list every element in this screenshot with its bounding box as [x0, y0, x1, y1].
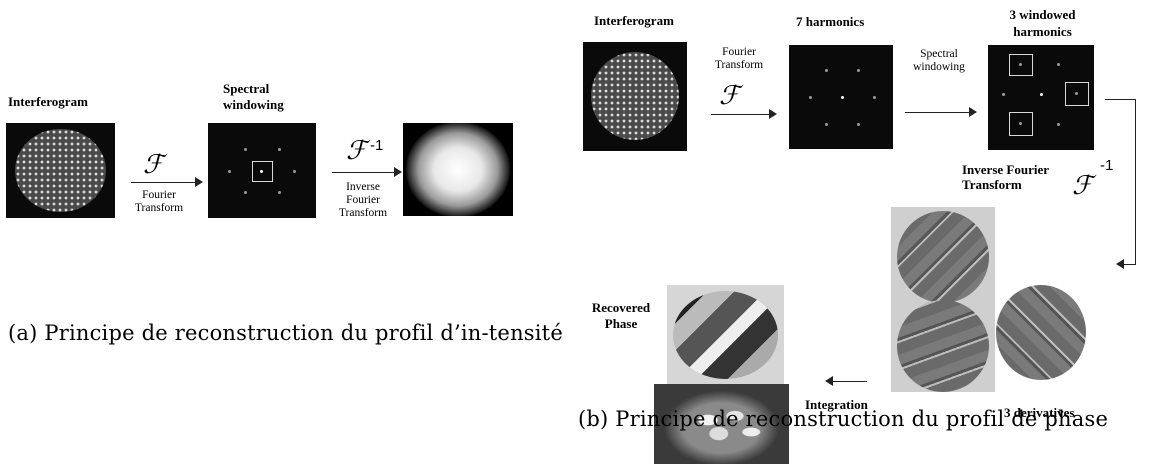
fourier-symbol-a: ℱ [143, 152, 163, 178]
intensity-profile-image [403, 123, 513, 216]
interferogram-label-a: Interferogram [8, 94, 88, 109]
recovered-phase-label: Recovered Phase [585, 300, 657, 332]
arrow-inverse-a [332, 172, 400, 173]
arrow-fourier-a [131, 182, 201, 183]
windowing-label-b: Spectral windowing [903, 48, 975, 74]
phase-surface [673, 291, 778, 379]
windowed-harmonics-label: 3 windowed harmonics [995, 6, 1090, 40]
connector-line [1105, 99, 1136, 100]
interferogram-disk [15, 129, 106, 212]
arrow-fourier-b [711, 114, 771, 115]
interferogram-label-b: Interferogram [594, 13, 674, 28]
windowing-label-a: Spectral windowing [223, 81, 313, 113]
caption-b: (b) Principe de reconstruction du profil… [578, 404, 1146, 434]
inverse-exponent-a: -1 [370, 137, 383, 154]
arrow-head-icon [825, 376, 833, 386]
fourier-label-b: Fourier Transform [704, 46, 774, 72]
inverse-label-a: Inverse Fourier Transform [330, 181, 396, 220]
windowed-harmonics-image [988, 45, 1094, 150]
caption-a: (a) Principe de reconstruction du profil… [8, 318, 593, 348]
inverse-symbol-b: ℱ [1072, 173, 1092, 199]
interferogram-image-a [6, 123, 115, 218]
arrow-head-icon [1116, 259, 1124, 269]
arrow-head-icon [195, 177, 203, 187]
spectral-window-box [252, 161, 273, 182]
arrow-windowing-b [905, 112, 971, 113]
arrow-integration [833, 381, 867, 382]
recovered-phase-image-top [667, 285, 784, 384]
interferogram-disk [591, 52, 679, 140]
derivative-image [897, 300, 989, 392]
fourier-label-a: Fourier Transform [124, 189, 194, 215]
harmonics-label: 7 harmonics [796, 14, 864, 29]
arrow-head-icon [969, 107, 977, 117]
derivative-image [897, 211, 989, 303]
fourier-symbol-b: ℱ [719, 83, 739, 109]
arrow-head-icon [769, 109, 777, 119]
spectrum-image-a [208, 123, 316, 218]
derivative-image [996, 285, 1086, 380]
arrow-head-icon [394, 167, 402, 177]
connector-line [1135, 99, 1136, 264]
inverse-label-b: Inverse Fourier Transform [962, 162, 1067, 192]
inverse-symbol-a: ℱ [346, 138, 366, 164]
interferogram-image-b [583, 42, 687, 151]
inverse-exponent-b: -1 [1100, 157, 1113, 174]
harmonics-image [789, 45, 893, 149]
